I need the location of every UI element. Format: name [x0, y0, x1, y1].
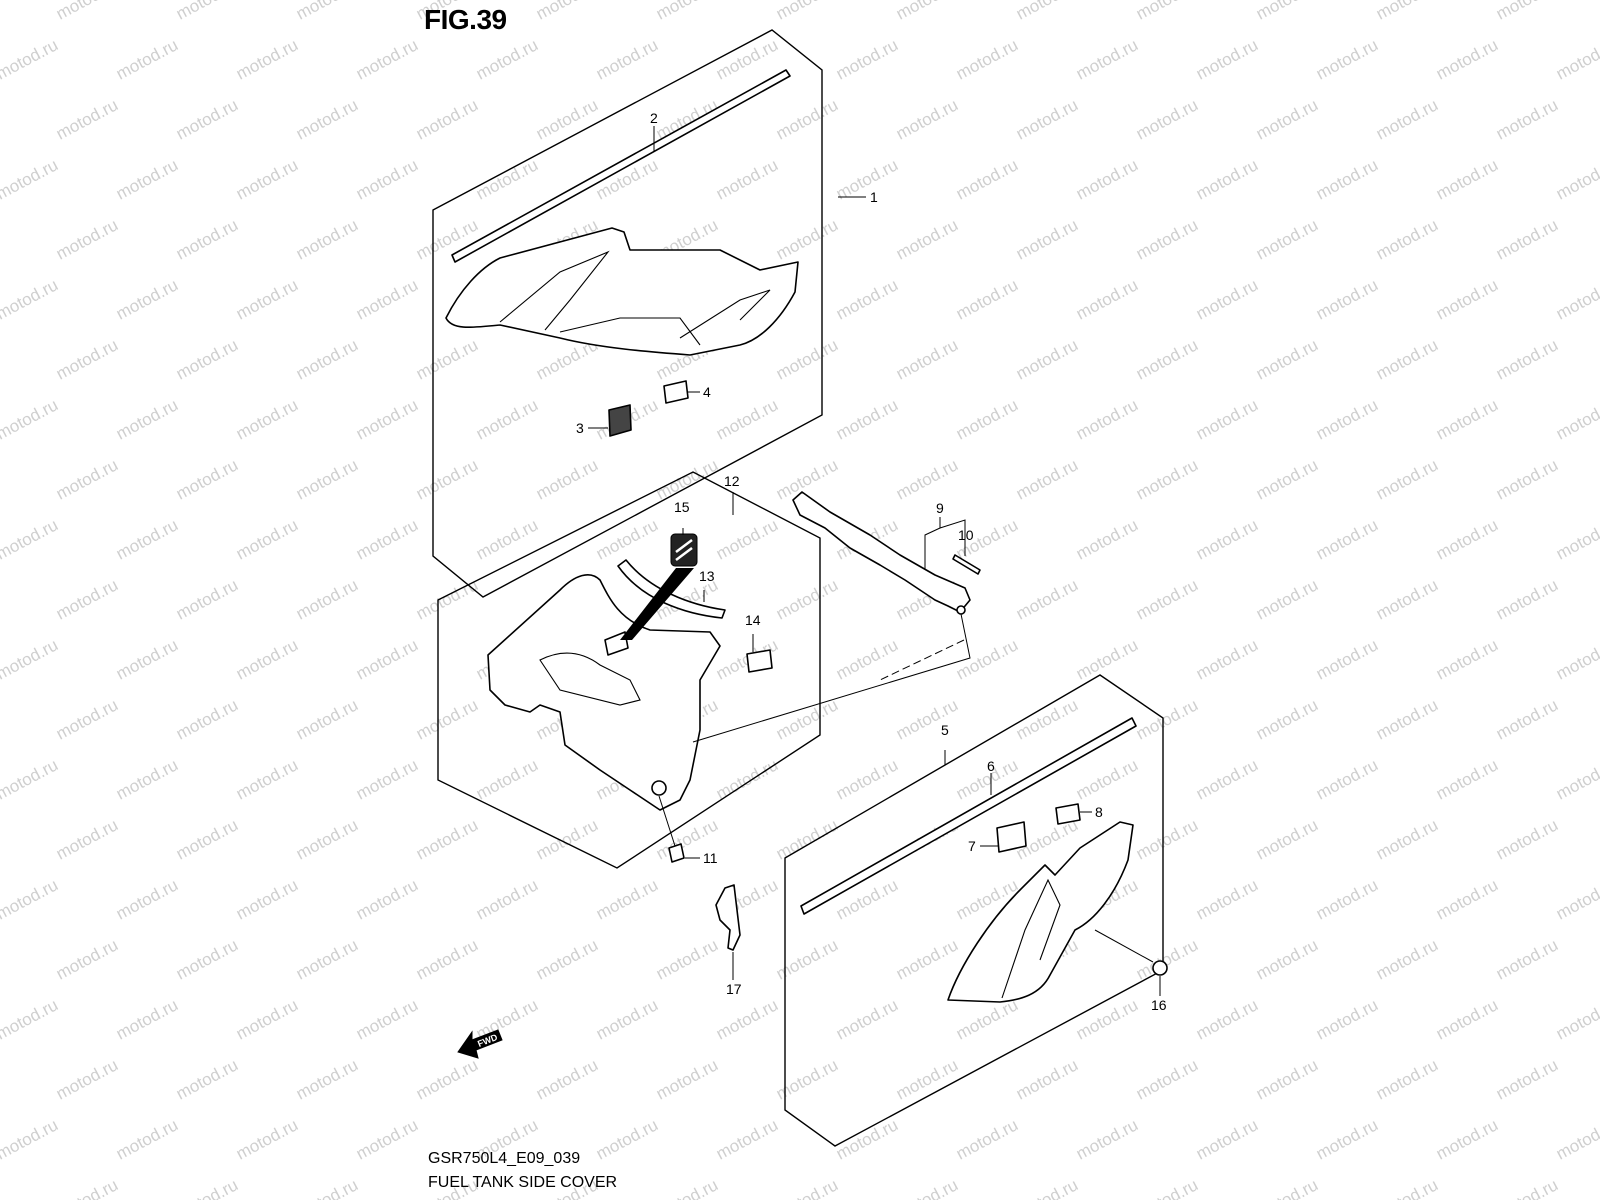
part-3-fastener [608, 404, 632, 437]
fwd-marker: FWD [457, 1029, 503, 1059]
part-1-cover-inner [499, 250, 610, 331]
part-16-grommet [1152, 960, 1168, 976]
part-15-leader-wedge [620, 568, 694, 640]
part-12-grommet [651, 780, 667, 796]
callout-9: 9 [936, 500, 944, 516]
callout-6: 6 [987, 758, 995, 774]
callout-8: 8 [1095, 804, 1103, 820]
callout-15: 15 [674, 499, 690, 515]
callout-3: 3 [576, 420, 584, 436]
callout-labels: 1 2 3 4 5 6 7 8 9 10 11 12 13 14 15 16 1… [576, 110, 1167, 1013]
part-12-front-cover [487, 574, 721, 811]
part-7-pad [996, 821, 1027, 853]
group-box-part-1 [432, 29, 823, 598]
fwd-arrow-icon [457, 1029, 503, 1059]
part-15-emblem-mark [675, 539, 693, 561]
part-12-cover-inner [539, 652, 641, 706]
connector-line-2 [879, 639, 965, 681]
part-1-side-cover [445, 227, 799, 356]
part-14-pad [746, 649, 773, 673]
callout-16: 16 [1151, 997, 1167, 1013]
callout-leaders [588, 126, 1161, 996]
part-15-emblem [670, 533, 698, 567]
part-5-side-cover [947, 821, 1134, 1003]
callout-2: 2 [650, 110, 658, 126]
fwd-label: FWD [476, 1032, 499, 1049]
callout-14: 14 [745, 612, 761, 628]
callout-1: 1 [870, 189, 878, 205]
part-10-pin [952, 554, 981, 575]
part-2-trim-strip [451, 69, 791, 263]
part-4-pad [663, 380, 689, 404]
part-17-clip [715, 884, 741, 951]
callout-13: 13 [699, 568, 715, 584]
group-box-part-5 [784, 674, 1164, 1147]
part-6-trim-strip [800, 717, 1137, 915]
figure-name: FUEL TANK SIDE COVER [428, 1174, 618, 1191]
group-box-part-12 [437, 471, 821, 869]
callout-12: 12 [724, 473, 740, 489]
part-1-cover-inner-3 [679, 289, 771, 339]
part-5-cover-inner [1001, 878, 1061, 999]
part-9-bracket-hole [956, 605, 966, 615]
callout-7: 7 [968, 838, 976, 854]
callout-17: 17 [726, 981, 742, 997]
part-16-leader [1094, 929, 1154, 963]
part-11-bolt [668, 843, 685, 863]
callout-11: 11 [703, 850, 718, 866]
connector-line-1 [692, 613, 971, 743]
callout-5: 5 [941, 722, 949, 738]
part-8-pad [1055, 803, 1081, 825]
callout-10: 10 [958, 527, 974, 543]
part-13-trim-strip [617, 559, 726, 619]
figure-code: GSR750L4_E09_039 [428, 1150, 581, 1167]
figure-title: FIG.39 [424, 4, 507, 35]
part-11-leader [658, 795, 676, 847]
callout-4: 4 [703, 384, 711, 400]
